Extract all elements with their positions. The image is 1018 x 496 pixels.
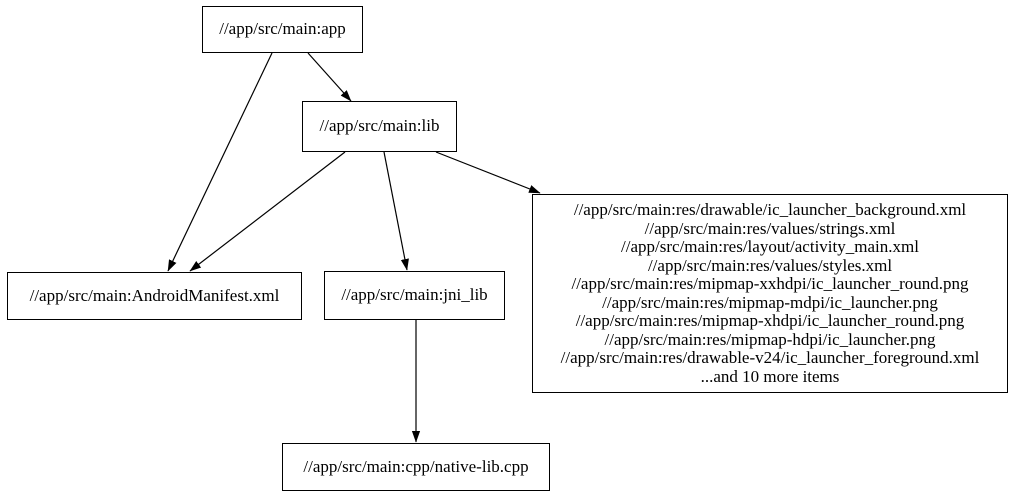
node-label: //app/src/main:res/drawable/ic_launcher_…: [573, 200, 967, 219]
graph-node-jni-lib: //app/src/main:jni_lib: [324, 271, 505, 320]
graph-node-android-manifest: //app/src/main:AndroidManifest.xml: [7, 272, 302, 320]
graph-node-lib: //app/src/main:lib: [302, 101, 457, 152]
edge-lib-to-jni-lib: [383, 151, 409, 271]
node-label: //app/src/main:res/drawable-v24/ic_launc…: [560, 348, 980, 367]
node-label: ...and 10 more items: [700, 366, 840, 386]
node-label: //app/src/main:cpp/native-lib.cpp: [303, 456, 529, 476]
graph-node-app: //app/src/main:app: [202, 6, 363, 53]
edge-app-to-android-manifest: [167, 52, 273, 272]
node-label: //app/src/main:res/values/strings.xml: [644, 218, 896, 238]
node-label: //app/src/main:res/mipmap-xhdpi/ic_launc…: [575, 311, 965, 330]
edge-app-to-lib: [307, 52, 352, 102]
node-label: //app/src/main:res/mipmap-xxhdpi/ic_laun…: [571, 274, 969, 293]
graph-node-res-group: //app/src/main:res/drawable/ic_launcher_…: [532, 194, 1008, 393]
graph-node-native-lib: //app/src/main:cpp/native-lib.cpp: [282, 443, 550, 491]
node-label: //app/src/main:res/mipmap-hdpi/ic_launch…: [604, 329, 936, 349]
edges-group: [167, 52, 541, 443]
node-label: //app/src/main:res/layout/activity_main.…: [621, 237, 919, 256]
edge-lib-to-res-group: [435, 151, 541, 194]
node-label: //app/src/main:lib: [319, 116, 440, 136]
node-label: //app/src/main:jni_lib: [341, 285, 488, 305]
node-label: //app/src/main:app: [219, 19, 346, 39]
node-label: //app/src/main:res/values/styles.xml: [647, 255, 893, 275]
node-label: //app/src/main:AndroidManifest.xml: [29, 285, 280, 305]
node-label: //app/src/main:res/mipmap-mdpi/ic_launch…: [602, 292, 938, 312]
edge-lib-to-android-manifest: [189, 151, 346, 272]
